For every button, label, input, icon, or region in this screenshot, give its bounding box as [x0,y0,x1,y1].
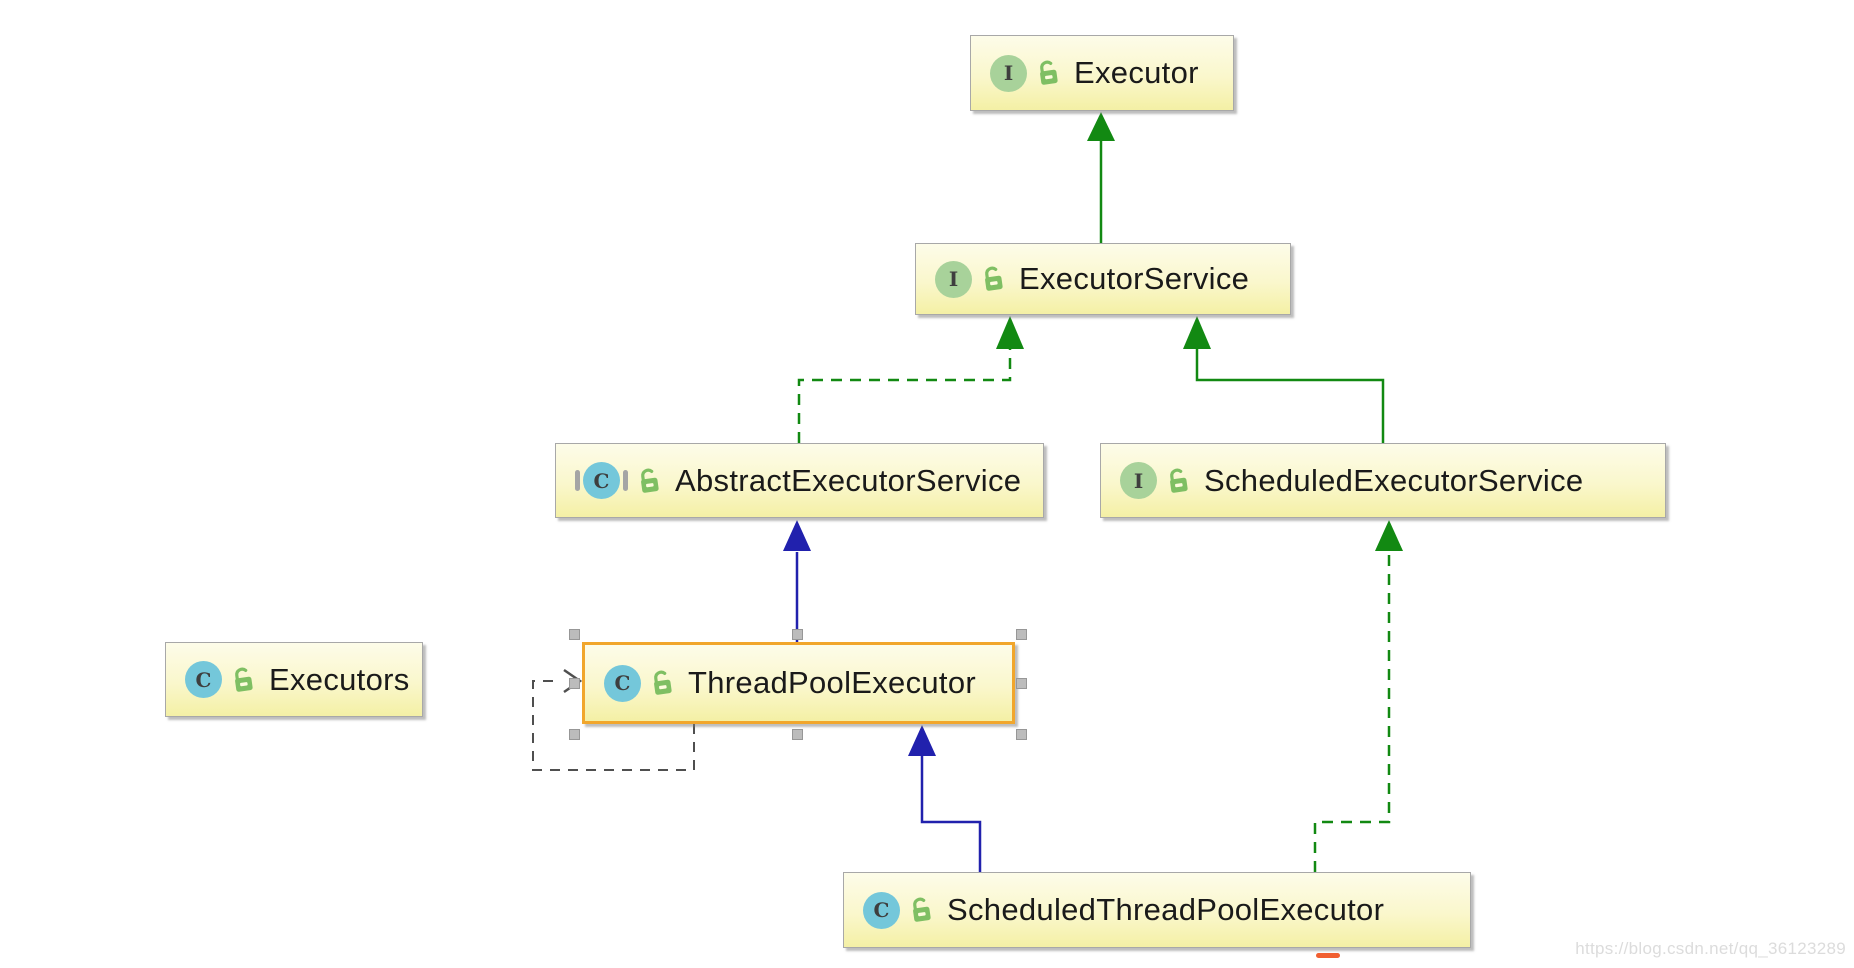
interface-badge: I [935,260,972,298]
class-icon: C [604,664,641,702]
class-letter: C [873,898,890,922]
node-executor[interactable]: I Executor [970,35,1234,111]
node-label: Executors [269,661,410,697]
interface-badge: I [990,54,1027,92]
class-badge: C [863,891,900,929]
interface-letter: I [1003,61,1014,85]
arrowhead [908,725,936,756]
interface-icon: I [935,260,972,298]
selection-handle[interactable] [792,629,803,640]
public-lock-icon [641,468,659,493]
interface-icon: I [1120,462,1157,499]
edge-line[interactable] [532,680,695,771]
node-label: AbstractExecutorService [675,462,1022,498]
arrowhead [1375,520,1403,551]
edge-abstractexecutorservice-implements-executorservice[interactable] [797,316,1024,443]
edge-line[interactable] [1313,552,1391,872]
class-badge: C [604,664,641,702]
node-abstractexecutorservice[interactable]: C AbstractExecutorService [555,443,1044,518]
class-letter: C [593,468,610,493]
node-label: ScheduledThreadPoolExecutor [947,892,1385,927]
class-icon: C [863,891,900,929]
interface-icon: I [990,54,1027,92]
selection-handle[interactable] [569,629,580,640]
edge-scheduledexecutorservice-extends-executorservice[interactable] [1183,316,1385,443]
watermark: https://blog.csdn.net/qq_36123289 [1575,939,1846,958]
public-lock-icon [913,897,931,922]
interface-letter: I [948,267,959,291]
selection-handle[interactable] [569,729,580,740]
class-letter: C [195,667,212,692]
selection-handle[interactable] [569,678,580,689]
public-lock-icon [235,667,253,692]
public-lock-icon [1040,60,1058,85]
edge-executorservice-extends-executor[interactable] [1087,112,1115,243]
node-threadpoolexecutor[interactable]: C ThreadPoolExecutor [582,642,1015,724]
interface-letter: I [1133,468,1144,493]
edge-scheduledthreadpoolexecutor-implements-scheduledexecutorservice[interactable] [1313,520,1403,872]
abstract-marker [623,470,628,491]
public-lock-icon [1170,468,1188,493]
edge-line[interactable] [1195,349,1385,443]
class-letter: C [614,671,631,695]
node-label: ThreadPoolExecutor [688,665,977,700]
arrowhead [783,520,811,551]
class-icon: C [185,661,222,698]
selection-handle[interactable] [1016,729,1027,740]
node-label: Executor [1074,55,1199,90]
node-executors[interactable]: C Executors [165,642,423,717]
node-scheduledexecutorservice[interactable]: I ScheduledExecutorService [1100,443,1666,518]
selection-handle[interactable] [792,729,803,740]
public-lock-icon [985,266,1003,291]
node-executorservice[interactable]: I ExecutorService [915,243,1291,315]
class-badge: C [583,462,620,499]
public-lock-icon [654,670,672,695]
selection-handle[interactable] [1016,678,1027,689]
arrowhead [1183,316,1211,349]
edge-threadpoolexecutor-extends-abstractexecutorservice[interactable] [783,520,811,642]
abstract-marker [575,470,580,491]
interface-badge: I [1120,462,1157,499]
edge-line[interactable] [797,349,1012,443]
node-label: ScheduledExecutorService [1204,462,1584,498]
selection-handle[interactable] [1016,629,1027,640]
class-badge: C [185,661,222,698]
node-label: ExecutorService [1019,261,1250,296]
node-scheduledthreadpoolexecutor[interactable]: C ScheduledThreadPoolExecutor [843,872,1471,948]
arrowhead [996,316,1024,349]
edge-line[interactable] [920,755,982,872]
edge-scheduledthreadpoolexecutor-extends-threadpoolexecutor[interactable] [908,725,982,872]
abstract-class-icon: C [575,462,628,499]
arrowhead [1087,112,1115,141]
red-underline-mark [1316,953,1340,958]
